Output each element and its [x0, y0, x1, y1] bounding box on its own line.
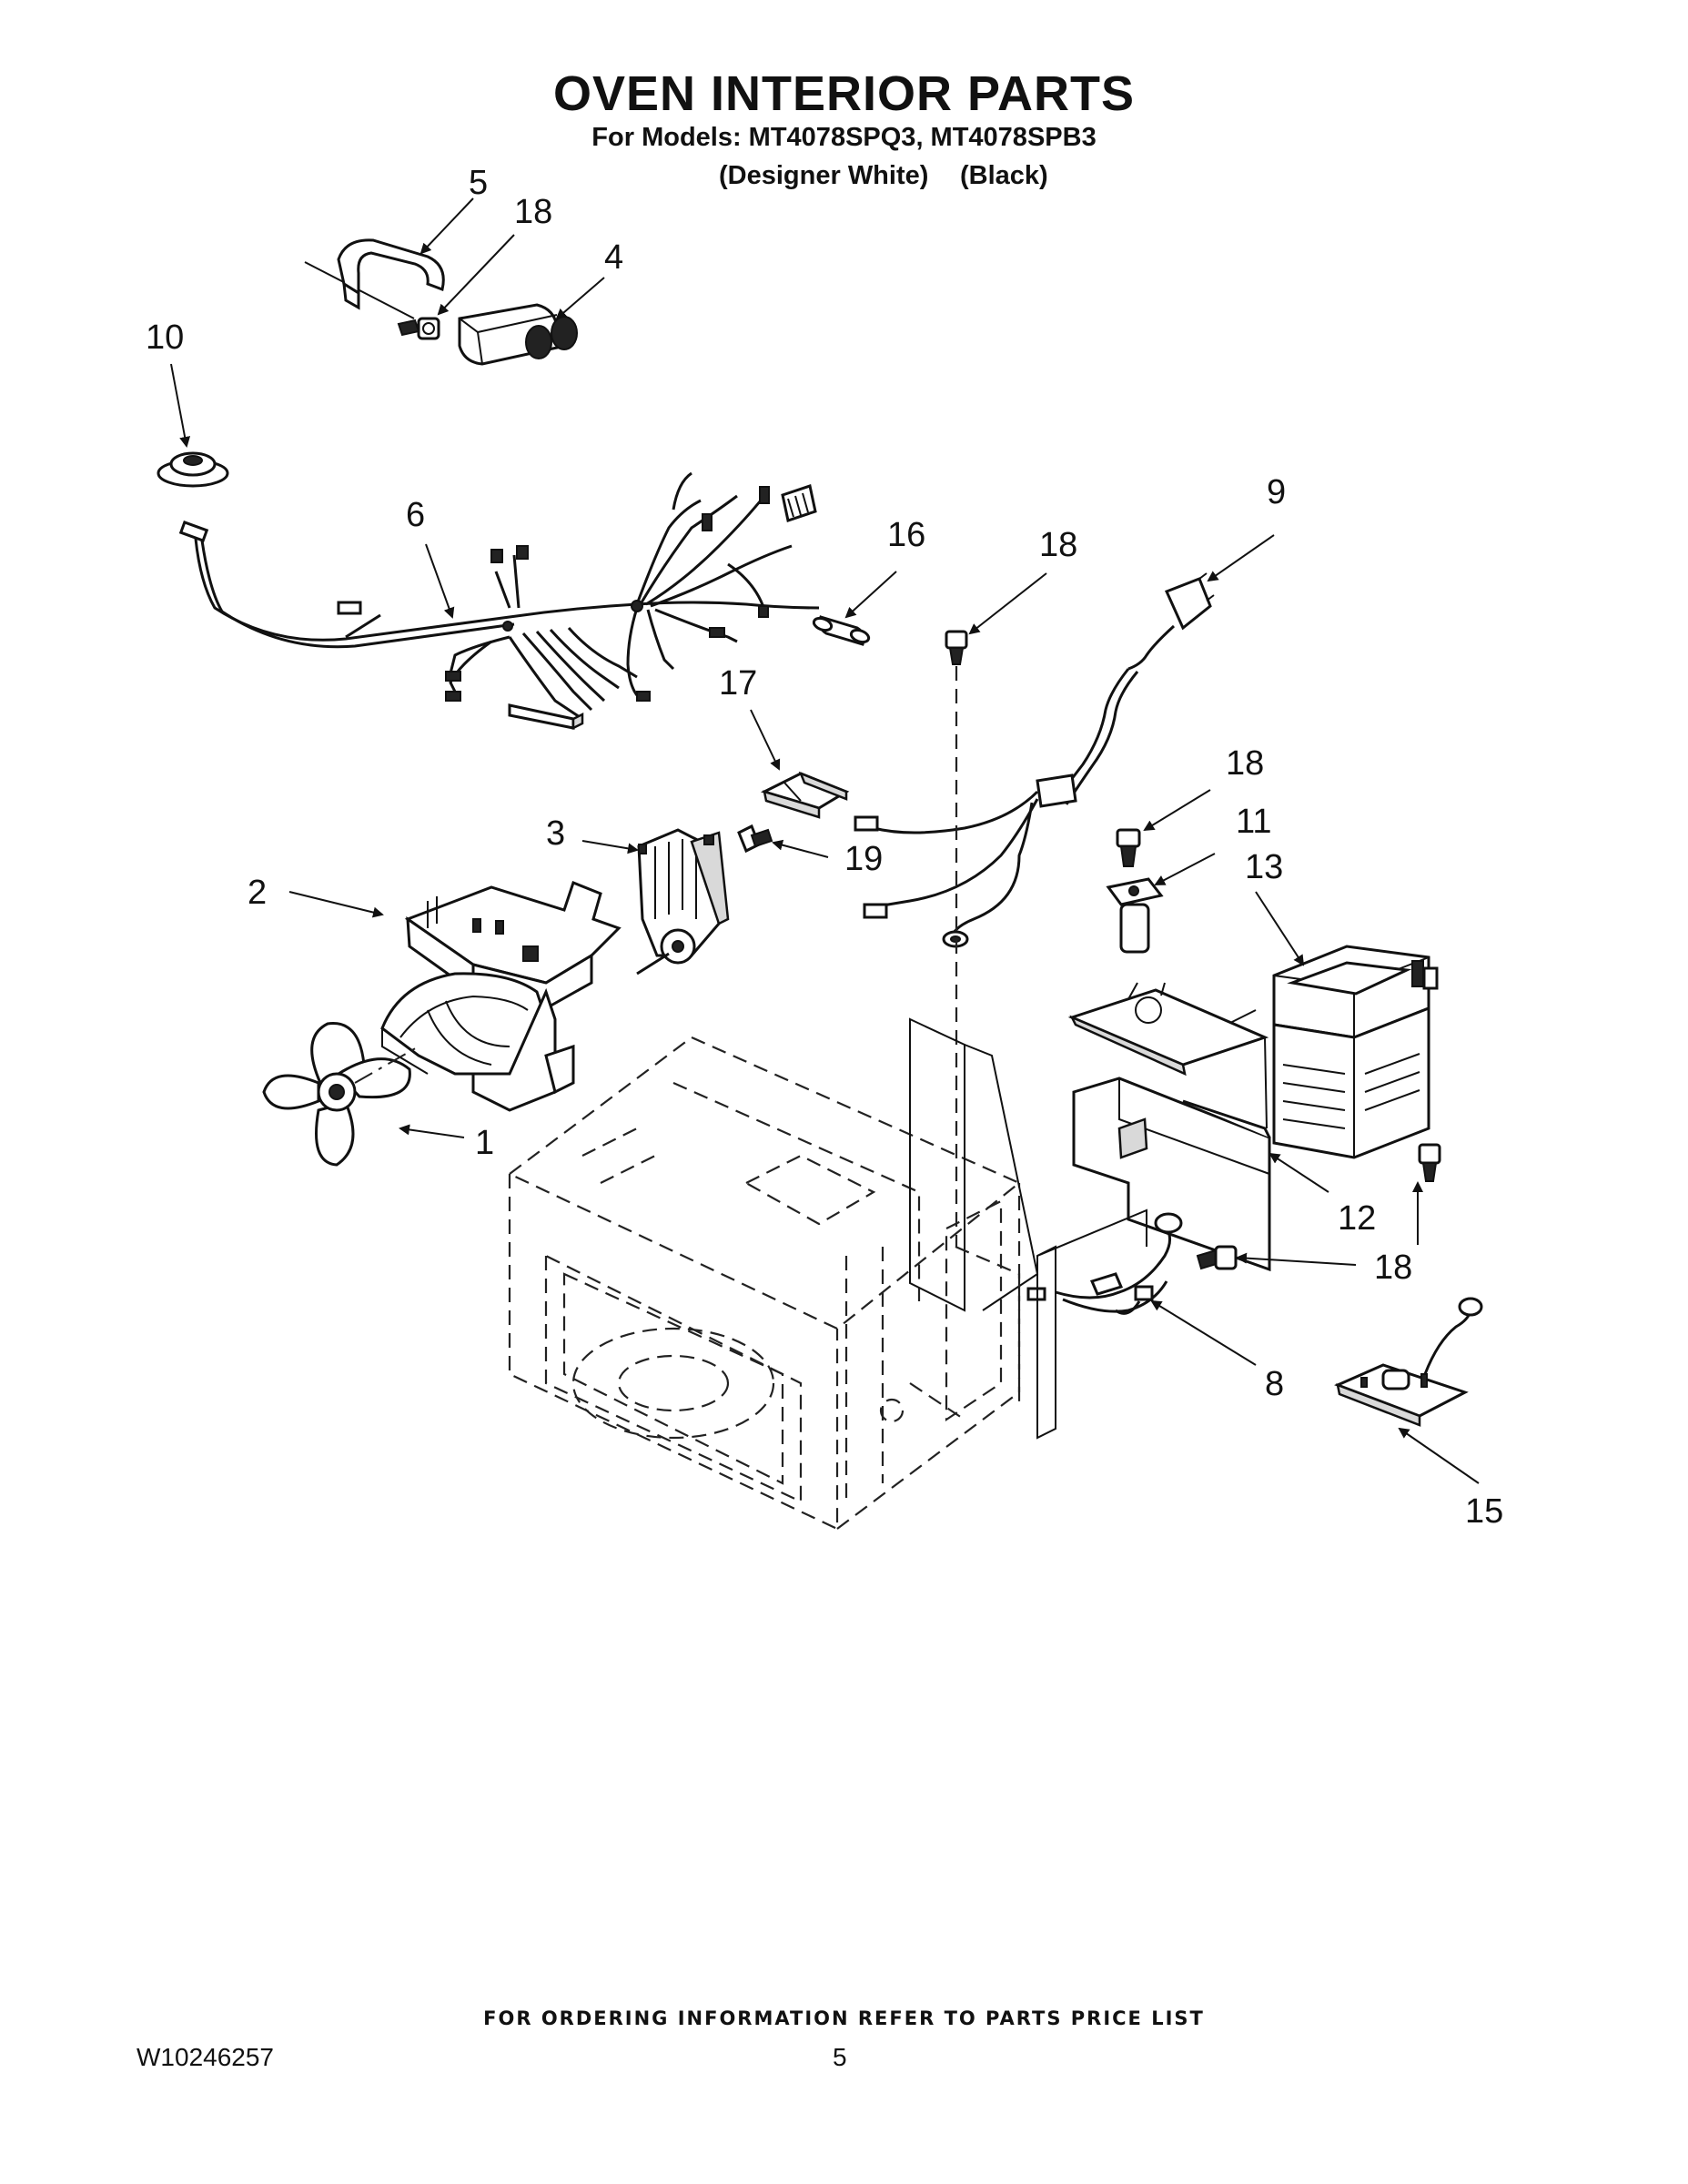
- callout-6: 6: [406, 496, 426, 534]
- page-title: OVEN INTERIOR PARTS: [552, 66, 1136, 121]
- callout-2: 2: [248, 874, 268, 912]
- part-15-noise-filter: [1334, 1297, 1483, 1427]
- part-18-screw-c: [1116, 828, 1141, 867]
- callout-17: 17: [719, 664, 758, 703]
- callout-13: 13: [1245, 848, 1284, 886]
- finish-white-label: (Designer White): [719, 161, 929, 190]
- callout-11: 11: [1236, 803, 1272, 841]
- part-2-air-guide: [380, 881, 622, 1112]
- callout-3: 3: [546, 814, 566, 853]
- part-18-screw-d: [1418, 1143, 1441, 1182]
- part-9-power-cord: [854, 572, 1215, 948]
- leader-arrows: [170, 197, 1480, 1484]
- callout-12: 12: [1338, 1199, 1377, 1238]
- part-10-thermal-cutout: [157, 451, 229, 488]
- part-11-thermal-fuse: [1106, 877, 1164, 954]
- part-19-screw: [737, 824, 773, 854]
- part-8-wire-assembly: [1026, 1212, 1183, 1315]
- part-5-bracket: [304, 238, 445, 319]
- part-12-waveguide: [1067, 982, 1271, 1272]
- callout-19: 19: [844, 840, 884, 878]
- part-18-screw-b: [945, 630, 968, 1247]
- part-3-fan-motor: [636, 828, 730, 976]
- callout-4: 4: [604, 238, 624, 277]
- callout-18-a: 18: [514, 193, 553, 231]
- finish-black-label: (Black): [960, 161, 1048, 190]
- part-16-fuse: [812, 615, 871, 646]
- document-number: W10246257: [136, 2043, 275, 2071]
- callout-18-b: 18: [1039, 526, 1078, 564]
- callout-15: 15: [1465, 1492, 1504, 1531]
- callout-18-c: 18: [1226, 744, 1265, 783]
- models-line: For Models: MT4078SPQ3, MT4078SPB3: [591, 123, 1097, 152]
- oven-cavity-outline: [507, 1017, 1147, 1531]
- callout-9: 9: [1267, 473, 1287, 511]
- callout-8: 8: [1265, 1365, 1285, 1403]
- callout-16: 16: [887, 516, 926, 554]
- part-17-shield: [760, 771, 850, 819]
- part-1-fan-blade: [262, 1022, 419, 1167]
- callout-1: 1: [475, 1124, 495, 1162]
- callout-18-d: 18: [1374, 1249, 1413, 1287]
- page-number: 5: [833, 2043, 847, 2071]
- part-4-capacitor: [458, 303, 578, 366]
- ordering-note: FOR ORDERING INFORMATION REFER TO PARTS …: [483, 2007, 1205, 2029]
- part-6-wire-harness: [178, 471, 820, 731]
- part-18-screw-e: [1196, 1245, 1238, 1270]
- part-18-screw-a: [397, 317, 440, 340]
- part-13-magnetron: [1200, 945, 1439, 1159]
- callout-5: 5: [469, 164, 489, 202]
- callout-10: 10: [146, 318, 185, 357]
